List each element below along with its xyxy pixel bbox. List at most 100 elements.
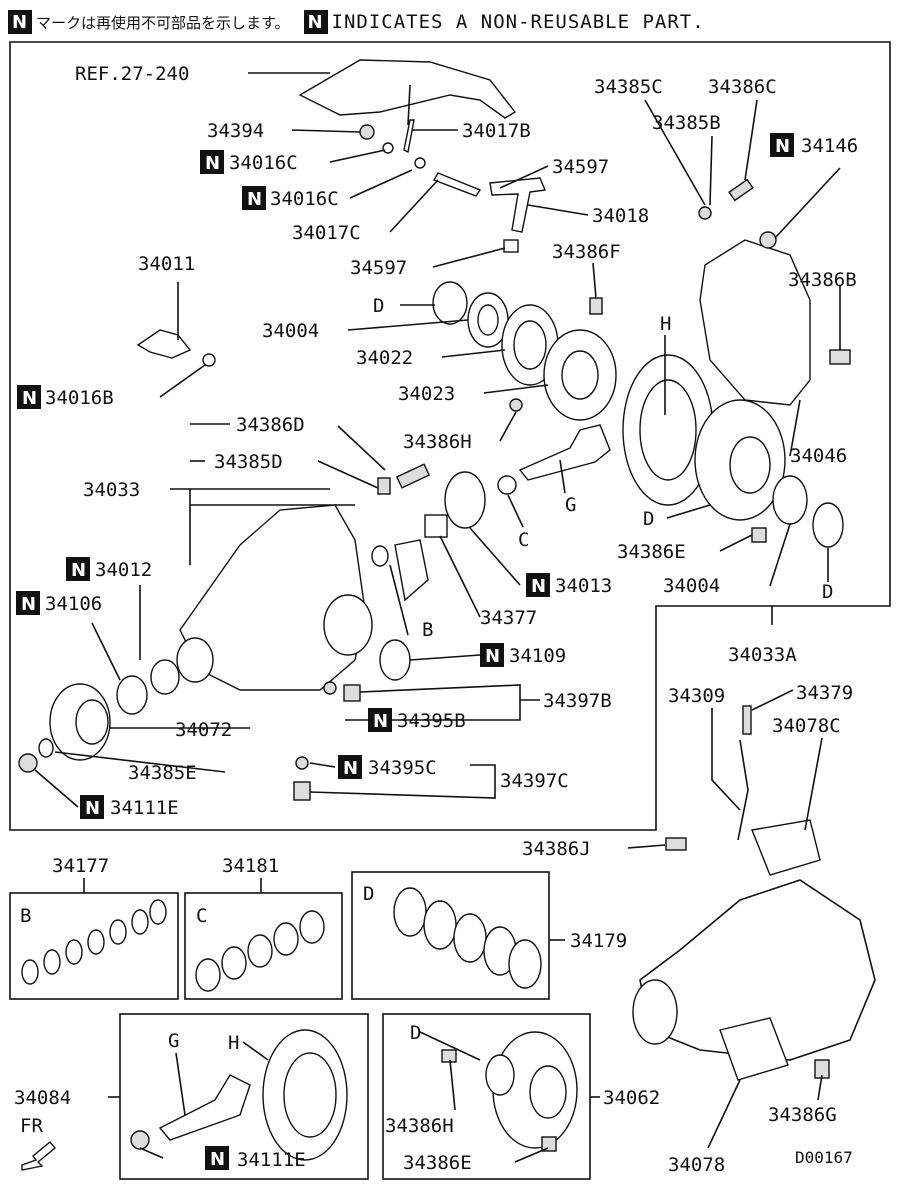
kit-box-34179 [351, 871, 550, 1000]
label-C: C [518, 529, 529, 551]
label-D: D [363, 883, 374, 905]
washer-34385D [377, 477, 391, 495]
label-34046: 34046 [790, 445, 847, 467]
label-34597: 34597 [552, 156, 609, 178]
svg-text:N: N [247, 189, 262, 210]
main-assembly-frame [9, 41, 891, 831]
label-G: G [565, 494, 576, 516]
svg-text:N: N [531, 576, 546, 597]
shim-B [371, 545, 389, 567]
diff-case-assembly-34062 [441, 1031, 578, 1152]
svg-text:N: N [85, 798, 100, 819]
bolt-34386J [665, 837, 687, 851]
n-badge [80, 795, 104, 819]
label-34072: 34072 [175, 719, 232, 741]
label-34385C: 34385C [594, 76, 663, 98]
n-badge [526, 573, 550, 597]
n-badge [17, 385, 41, 409]
dynamic-damper-34078C [751, 819, 821, 876]
hose-34018 [489, 177, 546, 233]
label-34017B: 34017B [462, 120, 531, 142]
dynamic-damper-34078 [719, 1017, 789, 1081]
spacer-34377 [424, 514, 448, 538]
label-34004: 34004 [262, 320, 319, 342]
label-34062: 34062 [603, 1087, 660, 1109]
n-badge [242, 186, 266, 210]
bolt-34386B [829, 349, 851, 365]
label-34078: 34078 [668, 1154, 725, 1176]
label-34397C: 34397C [500, 770, 569, 792]
label-34022: 34022 [356, 347, 413, 369]
bearing-34004-inner [477, 304, 499, 336]
label-B: B [422, 619, 433, 641]
svg-text:N: N [22, 388, 37, 409]
label-H: H [660, 313, 671, 335]
label-34146: 34146 [801, 135, 858, 157]
label-34111E: 34111E [110, 797, 179, 819]
non-reusable-badge: N [8, 10, 32, 34]
n-badge [368, 708, 392, 732]
gasket-34395C [295, 756, 309, 770]
breather-34017B [403, 119, 415, 154]
svg-text:N: N [21, 594, 36, 615]
companion-flange-hub [75, 699, 109, 745]
plug-34146 [759, 231, 777, 249]
seal-34012 [150, 659, 180, 695]
washer-34016B [202, 353, 216, 367]
seal-34109 [379, 639, 411, 681]
bearing-34004-2 [772, 475, 808, 525]
label-34084: 34084 [14, 1087, 71, 1109]
seal-34022-inner [513, 320, 547, 370]
label-34179: 34179 [570, 930, 627, 952]
svg-text:N: N [205, 153, 220, 174]
front-direction-arrow-icon [21, 1141, 56, 1171]
label-34386J: 34386J [522, 838, 591, 860]
plug-34397B [343, 684, 361, 702]
label-34023: 34023 [398, 383, 455, 405]
bolt-34386H [509, 398, 523, 412]
drive-pinion-G [518, 424, 611, 481]
breather-hose-34309 [737, 739, 749, 841]
axle-bracket-part [298, 59, 517, 119]
label-fr: FR [20, 1115, 43, 1137]
svg-text:N: N [343, 758, 358, 779]
bearing-34106 [116, 675, 148, 715]
label-34386E: 34386E [617, 541, 686, 563]
non-reusable-badge: N [303, 10, 328, 34]
label-D: D [410, 1022, 421, 1044]
legend-japanese-text: マークは再使用不可部品を示します。 [36, 13, 290, 32]
label-34016C: 34016C [270, 188, 339, 210]
label-34386D: 34386D [236, 414, 305, 436]
label-D: D [643, 508, 654, 530]
bolt-34386C [728, 178, 754, 202]
label-34397B: 34397B [543, 690, 612, 712]
label-34011: 34011 [138, 253, 195, 275]
rear-cover-34046 [699, 239, 811, 406]
vent-pipe [407, 84, 411, 126]
label-34379: 34379 [796, 682, 853, 704]
label-34597: 34597 [350, 257, 407, 279]
nut-34111E [18, 753, 38, 773]
n-badge [16, 591, 40, 615]
n-badge [200, 150, 224, 174]
n-badge [66, 557, 90, 581]
kit-box-34181 [184, 892, 343, 1000]
label-34385B: 34385B [652, 112, 721, 134]
label-G: G [168, 1030, 179, 1052]
n-badge [770, 133, 794, 157]
label-34013: 34013 [555, 575, 612, 597]
bolt-34386E [751, 527, 767, 543]
label-34181: 34181 [222, 855, 279, 877]
bolt-34386F [589, 297, 603, 315]
label-34386E: 34386E [403, 1152, 472, 1174]
label-34394: 34394 [207, 120, 264, 142]
label-34016C: 34016C [229, 152, 298, 174]
gear-set-34084 [130, 1029, 348, 1161]
label-34109: 34109 [509, 645, 566, 667]
label-34385E: 34385E [128, 762, 197, 784]
ring-gear-H-inner [639, 379, 697, 481]
label-34018: 34018 [592, 205, 649, 227]
clip-34379 [742, 705, 752, 735]
label-34386H: 34386H [385, 1115, 454, 1137]
label-34004: 34004 [663, 575, 720, 597]
